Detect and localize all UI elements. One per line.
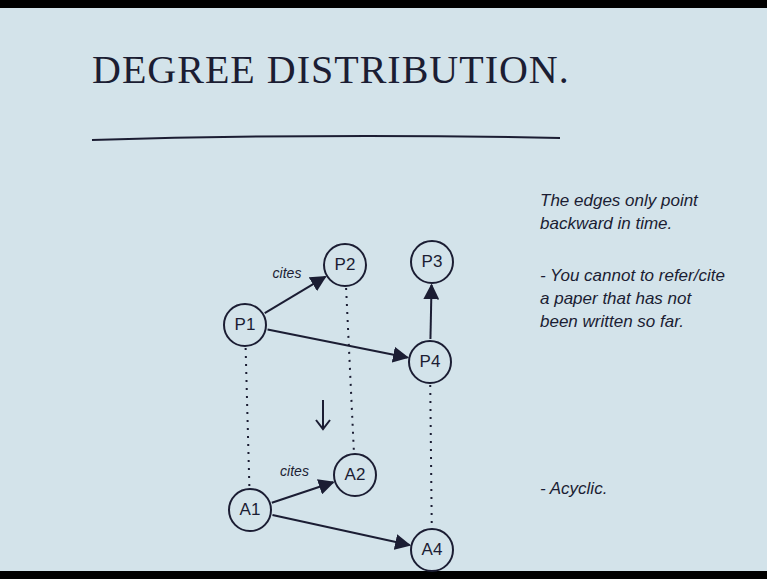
note-text: The edges only point backward in time. — [540, 190, 730, 236]
node-label: P2 — [335, 255, 356, 275]
paper-node: A1 — [228, 488, 272, 532]
paper-node: A2 — [333, 453, 377, 497]
node-label: P1 — [235, 315, 256, 335]
citation-arrow — [272, 482, 333, 502]
edge-label: cites — [278, 463, 311, 479]
citation-arrow — [265, 277, 326, 313]
paper-node: P1 — [223, 303, 267, 347]
top-border-bar — [0, 0, 767, 8]
title: DEGREE DISTRIBUTION. — [92, 46, 570, 93]
node-label: P3 — [422, 252, 443, 272]
dotted-link — [346, 288, 354, 452]
dotted-link — [246, 348, 250, 487]
bottom-border-bar — [0, 571, 767, 579]
paper-node: P3 — [410, 240, 454, 284]
node-label: A1 — [240, 500, 261, 520]
paper-node: P4 — [408, 340, 452, 384]
down-arrow-symbol — [316, 400, 330, 429]
citation-arrow — [268, 330, 408, 358]
title-underline — [92, 136, 560, 140]
node-label: P4 — [420, 352, 441, 372]
note-text: - Acyclic. — [540, 478, 730, 501]
node-label: A2 — [345, 465, 366, 485]
paper-node: A4 — [410, 528, 454, 572]
node-label: A4 — [422, 540, 443, 560]
citation-arrow — [272, 515, 409, 545]
citation-arrow — [430, 285, 431, 339]
edge-label: cites — [271, 265, 304, 281]
dotted-link — [430, 385, 432, 527]
paper-node: P2 — [323, 243, 367, 287]
note-text: - You cannot to refer/cite a paper that … — [540, 265, 730, 334]
